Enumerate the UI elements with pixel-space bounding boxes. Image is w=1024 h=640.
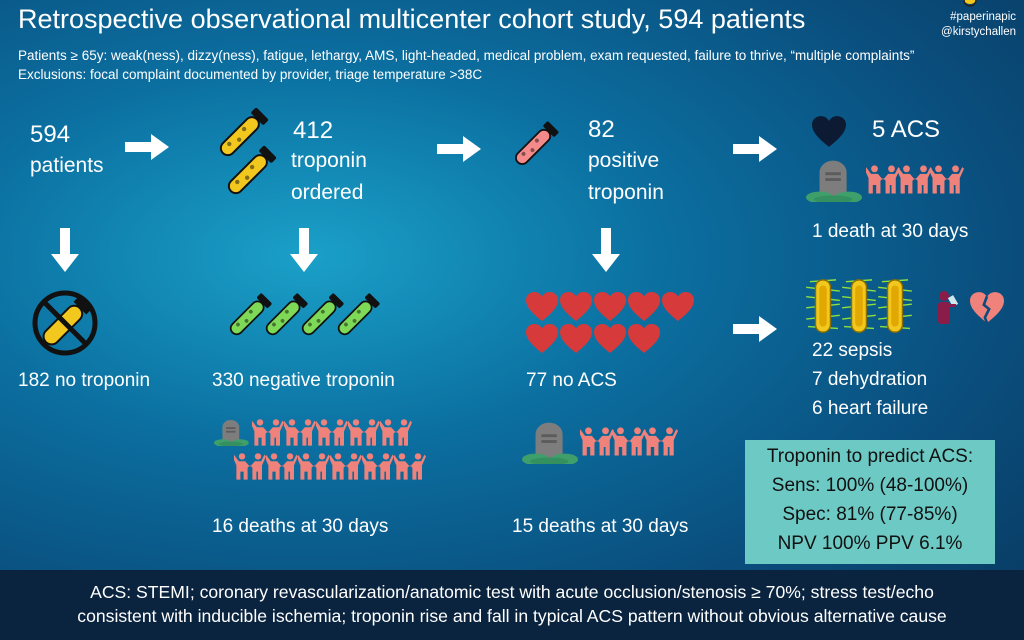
troponin-ordered-count: 412	[293, 117, 334, 144]
people-icon	[252, 418, 284, 446]
heart-icon	[628, 324, 660, 354]
people-icon	[580, 424, 614, 458]
acs-definition-footer: ACS: STEMI; coronary revascularization/a…	[0, 570, 1024, 640]
grave-icon	[214, 418, 250, 446]
people-icon	[362, 452, 394, 480]
stats-box: Troponin to predict ACS: Sens: 100% (48-…	[745, 440, 995, 564]
arrow-right-icon	[732, 316, 778, 342]
no-troponin-icon	[32, 290, 98, 356]
arrow-right-icon	[732, 136, 778, 162]
people-group-negative	[252, 418, 442, 488]
grave-icon	[806, 158, 864, 202]
exclusion-criteria: Exclusions: focal complaint documented b…	[18, 67, 483, 82]
total-label: patients	[30, 154, 104, 177]
author-handle: @kirstychallen	[941, 26, 1016, 38]
people-icon	[898, 162, 932, 196]
footer-line-1: ACS: STEMI; coronary revascularization/a…	[90, 582, 934, 602]
arrow-down-icon	[290, 228, 318, 272]
bacterium-icon	[878, 278, 912, 334]
people-icon	[394, 452, 426, 480]
footer-line-2: consistent with inducible ischemia; trop…	[77, 606, 947, 626]
stats-title: Troponin to predict ACS:	[766, 446, 974, 467]
heart-icon	[526, 292, 558, 322]
people-icon	[644, 424, 678, 458]
heart-icon	[812, 116, 846, 148]
heart-icon	[560, 292, 592, 322]
no-acs-deaths-label: 15 deaths at 30 days	[512, 516, 689, 537]
heart-icon	[594, 292, 626, 322]
bacterium-icon	[806, 278, 840, 334]
total-count: 594	[30, 121, 71, 148]
heart-icon	[662, 292, 694, 322]
negative-deaths-label: 16 deaths at 30 days	[212, 516, 389, 537]
people-icon	[266, 452, 298, 480]
people-icon	[380, 418, 412, 446]
people-icon	[284, 418, 316, 446]
people-icon	[612, 424, 646, 458]
arrow-right-icon	[436, 136, 482, 162]
positive-troponin-count: 82	[588, 116, 615, 143]
negative-troponin-label: 330 negative troponin	[212, 370, 395, 391]
heart-icon	[560, 324, 592, 354]
troponin-ordered-label-1: troponin	[291, 149, 367, 172]
dehydration-label: 7 dehydration	[812, 369, 928, 390]
positive-troponin-label-1: positive	[588, 149, 660, 172]
broken-heart-icon	[970, 292, 1004, 324]
arrow-right-icon	[124, 134, 170, 160]
specificity: Spec: 81% (77-85%)	[782, 504, 958, 525]
heart-icon	[594, 324, 626, 354]
grave-icon	[522, 420, 580, 464]
heart-failure-label: 6 heart failure	[812, 398, 929, 419]
people-icon	[298, 452, 330, 480]
no-acs-label: 77 no ACS	[526, 370, 617, 391]
people-icon	[930, 162, 964, 196]
acs-count: 5 ACS	[872, 116, 941, 143]
sepsis-label: 22 sepsis	[812, 340, 893, 361]
troponin-ordered-label-2: ordered	[291, 181, 364, 204]
no-troponin-label: 182 no troponin	[18, 370, 151, 391]
arrow-down-icon	[592, 228, 620, 272]
heart-icon	[526, 324, 558, 354]
people-icon	[330, 452, 362, 480]
hashtag: #paperinapic	[950, 11, 1016, 23]
pink-tube-icon	[510, 120, 561, 171]
heart-icon	[628, 292, 660, 322]
npv-ppv: NPV 100% PPV 6.1%	[777, 533, 963, 554]
people-icon	[316, 418, 348, 446]
sensitivity: Sens: 100% (48-100%)	[771, 475, 969, 496]
lightbulb-icon	[963, 0, 977, 7]
bacterium-icon	[842, 278, 876, 334]
people-icon	[348, 418, 380, 446]
page-title: Retrospective observational multicenter …	[18, 4, 806, 34]
positive-troponin-label-2: troponin	[588, 181, 664, 204]
inclusion-criteria: Patients ≥ 65y: weak(ness), dizzy(ness),…	[18, 48, 915, 63]
people-icon	[866, 162, 900, 196]
people-icon	[234, 452, 266, 480]
acs-death-label: 1 death at 30 days	[812, 221, 969, 242]
arrow-down-icon	[51, 228, 79, 272]
drinking-person-icon	[938, 291, 959, 324]
